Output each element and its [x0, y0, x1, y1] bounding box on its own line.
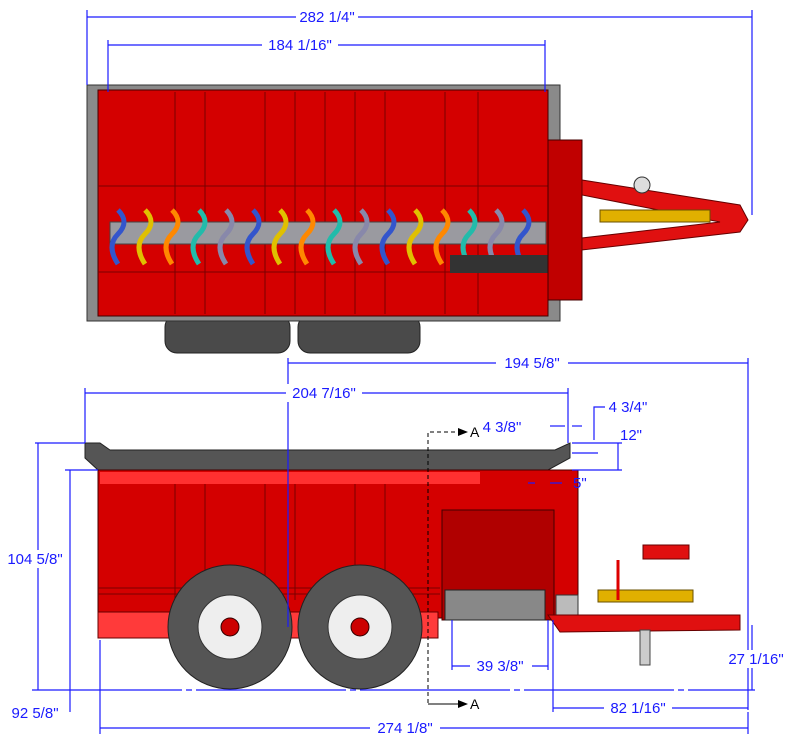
auger-flight: [379, 208, 397, 266]
auger-flight: [190, 208, 208, 266]
hitch-tongue: [581, 179, 749, 251]
auger-flight: [352, 208, 370, 266]
auger-flight: [433, 208, 451, 266]
dim-box-length: 184 1/16": [268, 37, 332, 54]
auger-flight: [163, 208, 181, 266]
dim-front-to-hitch: 82 1/16": [610, 700, 665, 717]
auger-flight: [298, 208, 316, 266]
auger-flight: [460, 208, 478, 266]
dim-hitch-height: 27 1/16": [728, 651, 783, 668]
dim-lid-inset: 5": [573, 475, 587, 492]
dim-box-height: 92 5/8": [11, 705, 58, 722]
discharge-opening: [450, 255, 548, 273]
auger-flight: [136, 208, 154, 266]
auger-flight: [487, 208, 505, 266]
auger-flight: [109, 208, 127, 266]
section-label-top: A: [470, 424, 480, 440]
wheel-rear: [167, 564, 293, 690]
side-view: [84, 442, 741, 690]
jack-top: [633, 176, 651, 194]
pto-driveline: [599, 209, 711, 223]
dim-overall-length-top: 282 1/4": [299, 9, 354, 26]
section-line-a: A A: [427, 424, 480, 712]
dim-lid-offset: 4 3/4": [609, 399, 648, 416]
dimensions: 282 1/4" 184 1/16" 194 5/8" 204 7/16" 4 …: [2, 8, 790, 737]
top-view: [86, 84, 749, 354]
dim-overall-length-side: 274 1/8": [377, 720, 432, 737]
auger-flight: [514, 208, 532, 266]
dim-lid-overhang: 4 3/8": [483, 419, 522, 436]
jack-stand: [639, 629, 651, 666]
dim-lid-height: 12": [620, 427, 642, 444]
tongue: [547, 614, 741, 633]
dim-axle-to-hitch: 194 5/8": [504, 355, 559, 372]
auger-flight: [244, 208, 262, 266]
dim-discharge-width: 39 3/8": [476, 658, 523, 675]
discharge-mechanism: [444, 589, 546, 621]
dim-overall-height: 104 5/8": [7, 551, 62, 568]
auger-flight: [406, 208, 424, 266]
auger-flight: [325, 208, 343, 266]
hose-holder: [642, 544, 690, 560]
section-label-bottom: A: [470, 696, 480, 712]
auger-flight: [217, 208, 235, 266]
top-rail: [100, 472, 480, 484]
gearbox-top: [547, 139, 583, 301]
wheel-front: [297, 564, 423, 690]
pto-shaft-side: [597, 589, 694, 603]
box-floor: [97, 89, 549, 317]
auger-flight: [271, 208, 289, 266]
box-lid: [84, 442, 571, 471]
auger-flights: [109, 208, 532, 266]
dim-box-top-length: 204 7/16": [292, 385, 356, 402]
